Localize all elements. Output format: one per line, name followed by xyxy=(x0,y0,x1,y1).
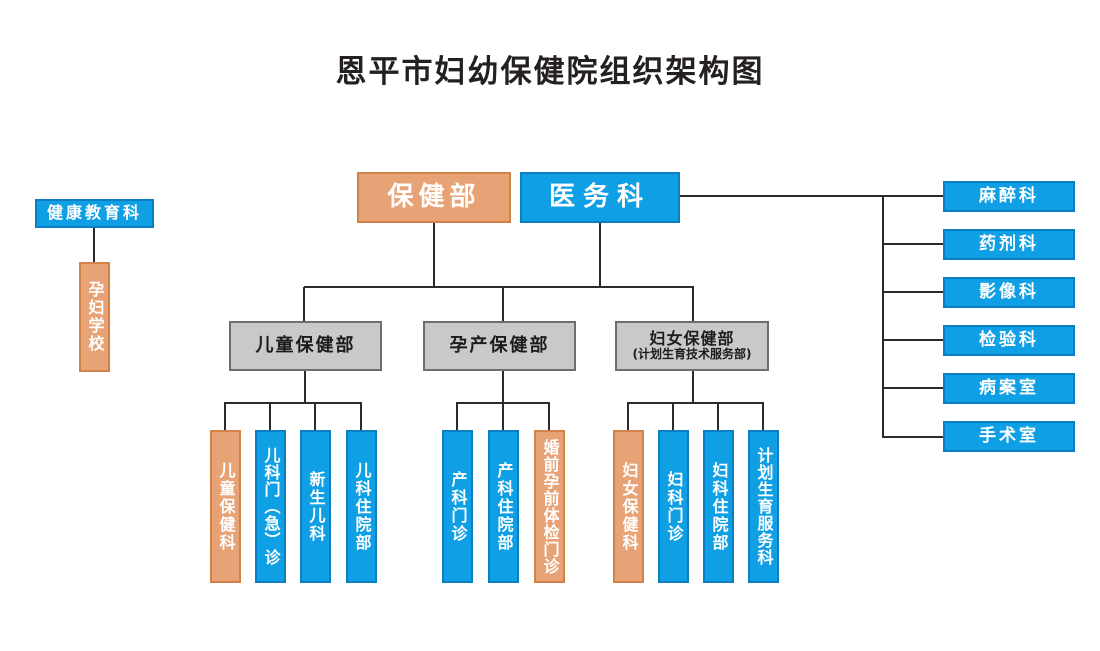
node-child-health-section: 儿童保健科 xyxy=(210,430,241,583)
node-gynecology-outpatient: 妇科门诊 xyxy=(658,430,689,583)
node-medical-dept: 医务科 xyxy=(520,172,680,223)
node-laboratory: 检验科 xyxy=(943,325,1075,356)
women-health-dept-title: 妇女保健部 xyxy=(649,328,735,348)
page-title: 恩平市妇幼保健院组织架构图 xyxy=(335,54,765,90)
node-obstetric-inpatient: 产科住院部 xyxy=(488,430,519,583)
node-health-dept: 保健部 xyxy=(357,172,511,223)
node-anesthesiology: 麻醉科 xyxy=(943,181,1075,212)
node-pharmacy: 药剂科 xyxy=(943,229,1075,260)
node-maternity-health-dept: 孕产保健部 xyxy=(423,321,576,371)
women-health-dept-subtitle: (计划生育技术服务部) xyxy=(632,347,752,362)
node-child-health-dept: 儿童保健部 xyxy=(229,321,382,371)
node-health-education: 健康教育科 xyxy=(35,199,154,228)
node-imaging: 影像科 xyxy=(943,277,1075,308)
node-premarital-checkup: 婚前孕前体检门诊 xyxy=(534,430,565,583)
node-family-planning: 计划生育服务科 xyxy=(748,430,779,583)
node-women-health-dept: 妇女保健部 (计划生育技术服务部) xyxy=(615,321,769,371)
node-pediatric-outpatient: 儿科门（急）诊 xyxy=(255,430,286,583)
node-pediatric-inpatient: 儿科住院部 xyxy=(346,430,377,583)
node-operating-room: 手术室 xyxy=(943,421,1075,452)
node-women-health-section: 妇女保健科 xyxy=(613,430,644,583)
node-medical-records: 病案室 xyxy=(943,373,1075,404)
node-pregnant-school: 孕妇学校 xyxy=(79,262,110,372)
node-gynecology-inpatient: 妇科住院部 xyxy=(703,430,734,583)
node-neonatology: 新生儿科 xyxy=(300,430,331,583)
node-obstetric-outpatient: 产科门诊 xyxy=(442,430,473,583)
